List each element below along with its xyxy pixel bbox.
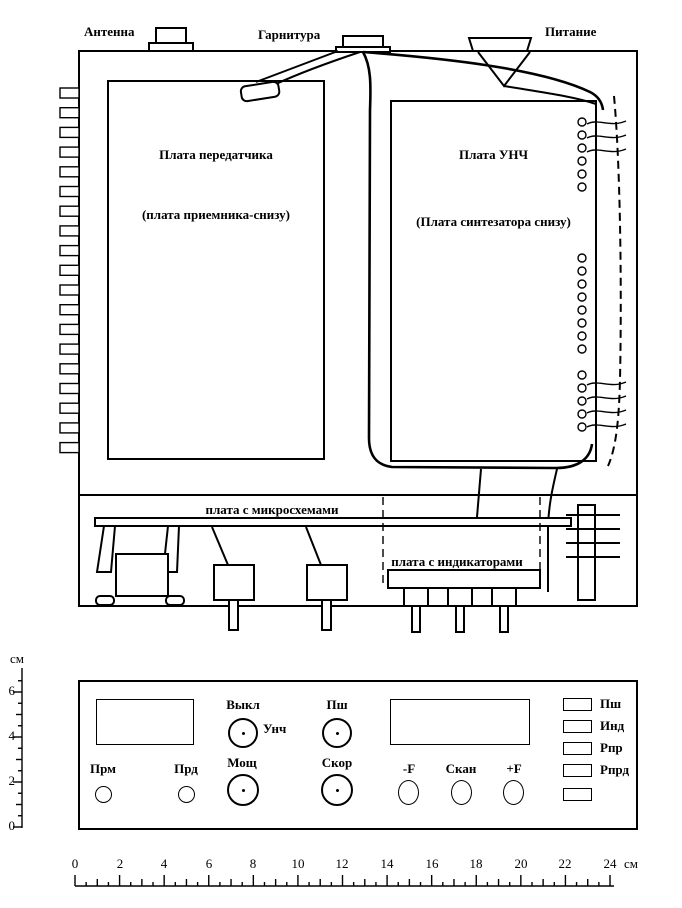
knob-pointer-dot (241, 731, 245, 735)
indicator-shaft (411, 605, 421, 633)
display-window-left (96, 699, 194, 745)
legend-box-rprd (563, 764, 592, 777)
antenna-connector (148, 27, 194, 52)
heatsink-fin (59, 402, 80, 414)
horizontal-ruler-tick-label: 12 (335, 856, 349, 871)
knob-pointer-dot (241, 788, 245, 792)
heatsink-fin (59, 422, 80, 434)
freq-down-label: -F (402, 761, 416, 776)
headset-label: Гарнитура (258, 27, 321, 42)
power-label: Питание (545, 24, 597, 39)
vertical-ruler-tick-label: 4 (8, 728, 16, 743)
heatsink-fin (59, 304, 80, 316)
horizontal-ruler-tick-label: 18 (469, 856, 483, 871)
tx-led (178, 786, 195, 803)
horizontal-ruler-tick-label: 4 (160, 856, 168, 871)
heatsink-fin (59, 225, 80, 237)
heatsink-fin (59, 146, 80, 158)
heatsink-fin (59, 382, 80, 395)
heatsink-fin (59, 363, 80, 375)
squelch-knob-label: Пш (326, 697, 348, 712)
chips-board-label: плата с микросхемами (205, 502, 339, 517)
legend-box-rpr (563, 742, 592, 755)
legend-label-rprd: Рпрд (600, 762, 630, 777)
horizontal-ruler-tick-label: 6 (205, 856, 213, 871)
legend-box-ind (563, 720, 592, 733)
heatsink-fins (59, 87, 80, 454)
heatsink-fin (59, 441, 80, 454)
heatsink-fin (59, 244, 80, 257)
scan-label: Скан (445, 761, 477, 776)
heatsink-fin (59, 205, 80, 217)
tx-led-label: Прд (174, 761, 198, 776)
knob-pointer-dot (335, 788, 339, 792)
indicator-shaft (499, 605, 509, 633)
horizontal-ruler-tick-label: 0 (71, 856, 79, 871)
heatsink-fin (59, 106, 80, 119)
horizontal-ruler (74, 875, 614, 887)
antenna-label: Антенна (84, 24, 135, 39)
horizontal-ruler-tick-label: 24 (603, 856, 617, 871)
horizontal-ruler-tick-label: 20 (514, 856, 528, 871)
indicator-shaft (455, 605, 465, 633)
horizontal-ruler-tick-label: 8 (249, 856, 257, 871)
legend-label-psh: Пш (600, 696, 622, 711)
horizontal-ruler-tick-label: 10 (291, 856, 305, 871)
heatsink-fin (59, 284, 80, 296)
horizontal-ruler-unit: см (624, 856, 638, 871)
legend-label-rpr: Рпр (600, 740, 623, 755)
heatsink-fin (59, 166, 80, 178)
transmitter-board (107, 80, 325, 460)
squelch-knob (322, 718, 352, 748)
vertical-ruler-unit: см (10, 651, 24, 666)
heatsink-fin (59, 343, 80, 355)
display-window-right (390, 699, 530, 745)
freq-up-button (503, 780, 524, 805)
volume-knob-label: Выкл (226, 697, 260, 712)
vertical-ruler-tick-label: 0 (8, 818, 16, 833)
legend-box-psh (563, 698, 592, 711)
vertical-ruler-tick-label: 6 (8, 683, 16, 698)
rx-led (95, 786, 112, 803)
scan-button (451, 780, 472, 805)
freq-up-label: +F (506, 761, 522, 776)
indicator-board-label: плата с индикаторами (391, 554, 523, 569)
heatsink-fin (59, 126, 80, 139)
unch-board-title: Плата УНЧ (458, 147, 529, 162)
rx-led-label: Прм (90, 761, 116, 776)
speed-knob-label: Скор (321, 755, 353, 770)
horizontal-ruler-tick-label: 2 (116, 856, 124, 871)
heatsink-fin (59, 87, 80, 99)
transmitter-board-subtitle: (плата приемника-снизу) (141, 207, 291, 222)
freq-down-button (398, 780, 419, 805)
heatsink-fin (59, 185, 80, 198)
legend-box-extra (563, 788, 592, 801)
unch-board-subtitle: (Плата синтезатора снизу) (416, 214, 571, 229)
speed-knob (321, 774, 353, 806)
power-knob-label: Мощ (227, 755, 257, 770)
volume-power-knob (228, 718, 258, 748)
heatsink-fin (59, 323, 80, 336)
volume-knob-sublabel: Унч (263, 721, 287, 736)
legend-label-ind: Инд (600, 718, 625, 733)
knob-pointer-dot (335, 731, 339, 735)
transmitter-board-title: Плата передатчика (159, 147, 273, 162)
horizontal-ruler-tick-label: 16 (425, 856, 439, 871)
horizontal-ruler-tick-label: 22 (558, 856, 572, 871)
vertical-ruler-tick-label: 2 (8, 773, 16, 788)
heatsink-fin (59, 264, 80, 276)
power-level-knob (227, 774, 259, 806)
horizontal-ruler-tick-label: 14 (380, 856, 394, 871)
